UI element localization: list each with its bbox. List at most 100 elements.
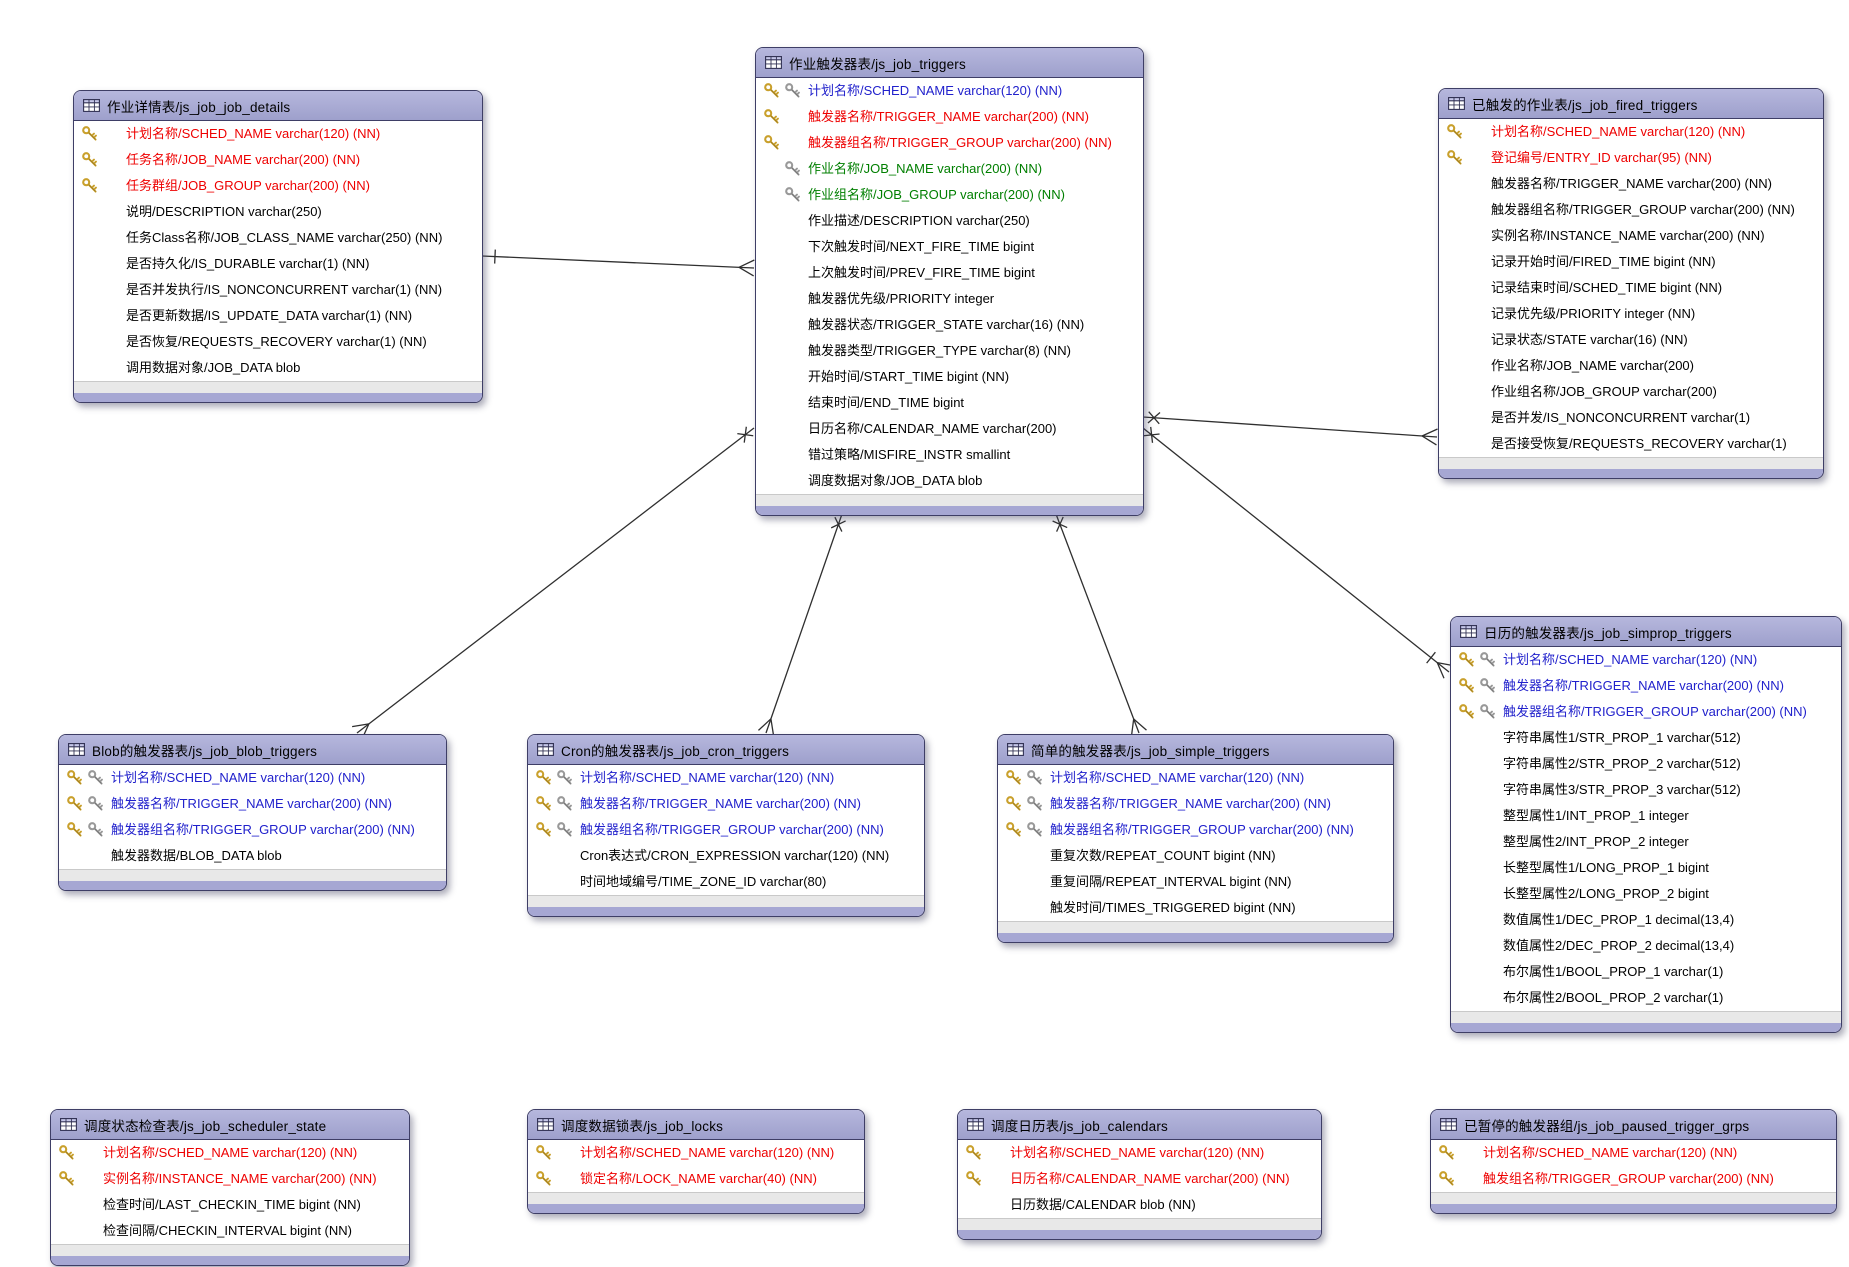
field-row[interactable]: 计划名称/SCHED_NAME varchar(120) (NN): [1431, 1140, 1836, 1166]
table-header-js_job_blob_triggers[interactable]: Blob的触发器表/js_job_blob_triggers: [59, 735, 446, 765]
field-row[interactable]: 重复间隔/REPEAT_INTERVAL bigint (NN): [998, 869, 1393, 895]
field-row[interactable]: 日历名称/CALENDAR_NAME varchar(200): [756, 416, 1143, 442]
field-row[interactable]: 整型属性2/INT_PROP_2 integer: [1451, 829, 1841, 855]
field-row[interactable]: 结束时间/END_TIME bigint: [756, 390, 1143, 416]
field-row[interactable]: 检查间隔/CHECKIN_INTERVAL bigint (NN): [51, 1218, 409, 1244]
field-row[interactable]: 重复次数/REPEAT_COUNT bigint (NN): [998, 843, 1393, 869]
field-row[interactable]: 触发器状态/TRIGGER_STATE varchar(16) (NN): [756, 312, 1143, 338]
field-row[interactable]: 任务群组/JOB_GROUP varchar(200) (NN): [74, 173, 482, 199]
field-row[interactable]: 日历名称/CALENDAR_NAME varchar(200) (NN): [958, 1166, 1321, 1192]
table-header-js_job_triggers[interactable]: 作业触发器表/js_job_triggers: [756, 48, 1143, 78]
field-row[interactable]: 触发器名称/TRIGGER_NAME varchar(200) (NN): [998, 791, 1393, 817]
field-row[interactable]: 触发器类型/TRIGGER_TYPE varchar(8) (NN): [756, 338, 1143, 364]
field-row[interactable]: 错过策略/MISFIRE_INSTR smallint: [756, 442, 1143, 468]
field-row[interactable]: 触发器组名称/TRIGGER_GROUP varchar(200) (NN): [528, 817, 924, 843]
field-row[interactable]: 触发器组名称/TRIGGER_GROUP varchar(200) (NN): [756, 130, 1143, 156]
field-row[interactable]: 是否持久化/IS_DURABLE varchar(1) (NN): [74, 251, 482, 277]
field-row[interactable]: 触发器组名称/TRIGGER_GROUP varchar(200) (NN): [998, 817, 1393, 843]
field-row[interactable]: 是否恢复/REQUESTS_RECOVERY varchar(1) (NN): [74, 329, 482, 355]
field-row[interactable]: 时间地域编号/TIME_ZONE_ID varchar(80): [528, 869, 924, 895]
field-row[interactable]: 计划名称/SCHED_NAME varchar(120) (NN): [1439, 119, 1823, 145]
field-row[interactable]: 计划名称/SCHED_NAME varchar(120) (NN): [958, 1140, 1321, 1166]
field-row[interactable]: 实例名称/INSTANCE_NAME varchar(200) (NN): [1439, 223, 1823, 249]
field-row[interactable]: 记录状态/STATE varchar(16) (NN): [1439, 327, 1823, 353]
field-row[interactable]: 作业组名称/JOB_GROUP varchar(200): [1439, 379, 1823, 405]
field-row[interactable]: 布尔属性1/BOOL_PROP_1 varchar(1): [1451, 959, 1841, 985]
field-row[interactable]: 计划名称/SCHED_NAME varchar(120) (NN): [1451, 647, 1841, 673]
field-row[interactable]: 整型属性1/INT_PROP_1 integer: [1451, 803, 1841, 829]
field-row[interactable]: 作业名称/JOB_NAME varchar(200): [1439, 353, 1823, 379]
table-header-js_job_simprop_triggers[interactable]: 日历的触发器表/js_job_simprop_triggers: [1451, 617, 1841, 647]
field-row[interactable]: 触发器组名称/TRIGGER_GROUP varchar(200) (NN): [1439, 197, 1823, 223]
field-row[interactable]: 记录开始时间/FIRED_TIME bigint (NN): [1439, 249, 1823, 275]
field-row[interactable]: 实例名称/INSTANCE_NAME varchar(200) (NN): [51, 1166, 409, 1192]
field-row[interactable]: 调度数据对象/JOB_DATA blob: [756, 468, 1143, 494]
field-row[interactable]: 说明/DESCRIPTION varchar(250): [74, 199, 482, 225]
table-header-js_job_locks[interactable]: 调度数据锁表/js_job_locks: [528, 1110, 864, 1140]
field-row[interactable]: 调用数据对象/JOB_DATA blob: [74, 355, 482, 381]
field-row[interactable]: 计划名称/SCHED_NAME varchar(120) (NN): [528, 1140, 864, 1166]
field-row[interactable]: 触发器名称/TRIGGER_NAME varchar(200) (NN): [1451, 673, 1841, 699]
field-row[interactable]: 字符串属性1/STR_PROP_1 varchar(512): [1451, 725, 1841, 751]
field-row[interactable]: 计划名称/SCHED_NAME varchar(120) (NN): [51, 1140, 409, 1166]
table-header-js_job_cron_triggers[interactable]: Cron的触发器表/js_job_cron_triggers: [528, 735, 924, 765]
field-row[interactable]: 字符串属性2/STR_PROP_2 varchar(512): [1451, 751, 1841, 777]
field-row[interactable]: 锁定名称/LOCK_NAME varchar(40) (NN): [528, 1166, 864, 1192]
field-row[interactable]: 作业名称/JOB_NAME varchar(200) (NN): [756, 156, 1143, 182]
field-row[interactable]: 是否并发执行/IS_NONCONCURRENT varchar(1) (NN): [74, 277, 482, 303]
field-row[interactable]: 字符串属性3/STR_PROP_3 varchar(512): [1451, 777, 1841, 803]
field-row[interactable]: 触发器组名称/TRIGGER_GROUP varchar(200) (NN): [59, 817, 446, 843]
field-row[interactable]: 作业描述/DESCRIPTION varchar(250): [756, 208, 1143, 234]
field-row[interactable]: 触发器优先级/PRIORITY integer: [756, 286, 1143, 312]
field-row[interactable]: 任务名称/JOB_NAME varchar(200) (NN): [74, 147, 482, 173]
field-row[interactable]: 计划名称/SCHED_NAME varchar(120) (NN): [74, 121, 482, 147]
field-row[interactable]: 检查时间/LAST_CHECKIN_TIME bigint (NN): [51, 1192, 409, 1218]
field-row[interactable]: 是否并发/IS_NONCONCURRENT varchar(1): [1439, 405, 1823, 431]
field-row[interactable]: 上次触发时间/PREV_FIRE_TIME bigint: [756, 260, 1143, 286]
field-row[interactable]: 长整型属性2/LONG_PROP_2 bigint: [1451, 881, 1841, 907]
table-header-js_job_simple_triggers[interactable]: 简单的触发器表/js_job_simple_triggers: [998, 735, 1393, 765]
field-row[interactable]: 是否更新数据/IS_UPDATE_DATA varchar(1) (NN): [74, 303, 482, 329]
field-row[interactable]: 记录结束时间/SCHED_TIME bigint (NN): [1439, 275, 1823, 301]
field-row[interactable]: 开始时间/START_TIME bigint (NN): [756, 364, 1143, 390]
field-row[interactable]: 触发器名称/TRIGGER_NAME varchar(200) (NN): [528, 791, 924, 817]
field-row[interactable]: 是否接受恢复/REQUESTS_RECOVERY varchar(1): [1439, 431, 1823, 457]
field-row[interactable]: 计划名称/SCHED_NAME varchar(120) (NN): [528, 765, 924, 791]
field-row[interactable]: 触发器名称/TRIGGER_NAME varchar(200) (NN): [756, 104, 1143, 130]
field-row[interactable]: 数值属性2/DEC_PROP_2 decimal(13,4): [1451, 933, 1841, 959]
field-row[interactable]: 触发时间/TIMES_TRIGGERED bigint (NN): [998, 895, 1393, 921]
field-row[interactable]: Cron表达式/CRON_EXPRESSION varchar(120) (NN…: [528, 843, 924, 869]
field-row[interactable]: 任务Class名称/JOB_CLASS_NAME varchar(250) (N…: [74, 225, 482, 251]
field-row[interactable]: 触发器名称/TRIGGER_NAME varchar(200) (NN): [1439, 171, 1823, 197]
field-row[interactable]: 触发器数据/BLOB_DATA blob: [59, 843, 446, 869]
table-header-js_job_paused_trigger_grps[interactable]: 已暂停的触发器组/js_job_paused_trigger_grps: [1431, 1110, 1836, 1140]
field-row[interactable]: 触发器组名称/TRIGGER_GROUP varchar(200) (NN): [1451, 699, 1841, 725]
field-row[interactable]: 布尔属性2/BOOL_PROP_2 varchar(1): [1451, 985, 1841, 1011]
field-row[interactable]: 作业组名称/JOB_GROUP varchar(200) (NN): [756, 182, 1143, 208]
field-row[interactable]: 计划名称/SCHED_NAME varchar(120) (NN): [59, 765, 446, 791]
table-header-js_job_job_details[interactable]: 作业详情表/js_job_job_details: [74, 91, 482, 121]
table-header-js_job_calendars[interactable]: 调度日历表/js_job_calendars: [958, 1110, 1321, 1140]
field-row[interactable]: 触发组名称/TRIGGER_GROUP varchar(200) (NN): [1431, 1166, 1836, 1192]
table-header-js_job_scheduler_state[interactable]: 调度状态检查表/js_job_scheduler_state: [51, 1110, 409, 1140]
field-row[interactable]: 触发器名称/TRIGGER_NAME varchar(200) (NN): [59, 791, 446, 817]
field-row[interactable]: 登记编号/ENTRY_ID varchar(95) (NN): [1439, 145, 1823, 171]
field-row[interactable]: 数值属性1/DEC_PROP_1 decimal(13,4): [1451, 907, 1841, 933]
field-row[interactable]: 日历数据/CALENDAR blob (NN): [958, 1192, 1321, 1218]
field-row[interactable]: 计划名称/SCHED_NAME varchar(120) (NN): [756, 78, 1143, 104]
table-header-js_job_fired_triggers[interactable]: 已触发的作业表/js_job_fired_triggers: [1439, 89, 1823, 119]
field-row[interactable]: 记录优先级/PRIORITY integer (NN): [1439, 301, 1823, 327]
field-row[interactable]: 下次触发时间/NEXT_FIRE_TIME bigint: [756, 234, 1143, 260]
field-row[interactable]: 计划名称/SCHED_NAME varchar(120) (NN): [998, 765, 1393, 791]
